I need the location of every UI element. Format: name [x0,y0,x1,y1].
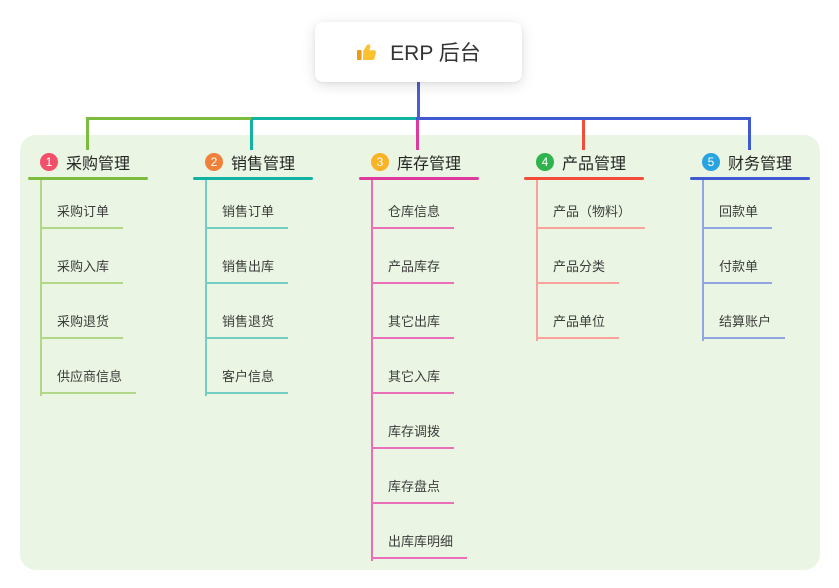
branch-product: 4 产品管理 产品（物料） 产品分类 产品单位 [524,149,646,341]
root-title: ERP 后台 [390,42,481,65]
branch-items: 采购订单 采购入库 采购退货 供应商信息 [40,180,148,394]
node-item[interactable]: 其它入库 [371,339,479,394]
root-node[interactable]: ERP 后台 [315,22,522,82]
node-item-label: 产品分类 [536,256,620,284]
branch-items-line [205,180,207,396]
connector-branch-5-vertical [748,117,751,150]
branch-underline [690,177,810,180]
node-item-label: 结算账户 [702,311,786,339]
branch-title: 销售管理 [231,156,296,173]
connector-branch-4-vertical [582,117,585,150]
branch-items: 产品（物料） 产品分类 产品单位 [536,180,646,339]
node-item[interactable]: 销售出库 [205,229,313,284]
node-item-label: 产品库存 [371,256,455,284]
branches-panel [20,135,820,570]
node-item-label: 仓库信息 [371,201,455,229]
connector-branch-2-horizontal [251,117,418,120]
node-item[interactable]: 客户信息 [205,339,313,394]
branch-header[interactable]: 1 采购管理 [28,149,148,175]
branch-header[interactable]: 2 销售管理 [193,149,313,175]
branch-underline [359,177,479,180]
branch-purchase: 1 采购管理 采购订单 采购入库 采购退货 供应商信息 [28,149,148,396]
node-item[interactable]: 回款单 [702,180,810,229]
node-item-label: 销售订单 [205,201,289,229]
node-item[interactable]: 库存调拨 [371,394,479,449]
branch-items-line [702,180,704,341]
node-item-label: 供应商信息 [40,366,137,394]
node-item[interactable]: 产品库存 [371,229,479,284]
branch-number-badge: 2 [205,153,223,171]
branch-finance: 5 财务管理 回款单 付款单 结算账户 [690,149,810,341]
node-item-label: 回款单 [702,201,773,229]
branch-number-badge: 1 [40,153,58,171]
branch-items-line [536,180,538,341]
connector-root-drop [417,82,420,120]
branch-number-badge: 4 [536,153,554,171]
connector-branch-3-vertical [416,117,419,150]
node-item[interactable]: 付款单 [702,229,810,284]
node-item-label: 采购退货 [40,311,124,339]
branch-title: 采购管理 [66,156,131,173]
branch-items: 仓库信息 产品库存 其它出库 其它入库 库存调拨 库存盘点 出库库明细 [371,180,479,559]
branch-header[interactable]: 5 财务管理 [690,149,810,175]
branch-underline [28,177,148,180]
node-item[interactable]: 供应商信息 [40,339,148,394]
node-item-label: 付款单 [702,256,773,284]
branch-title: 产品管理 [562,156,627,173]
node-item[interactable]: 产品单位 [536,284,644,339]
branch-title: 库存管理 [397,156,462,173]
node-item-label: 产品单位 [536,311,620,339]
node-item-label: 库存盘点 [371,476,455,504]
connector-branch-2-vertical [250,117,253,150]
branch-underline [524,177,644,180]
node-item[interactable]: 销售订单 [205,180,313,229]
branch-items: 销售订单 销售出库 销售退货 客户信息 [205,180,313,394]
node-item-label: 客户信息 [205,366,289,394]
node-item[interactable]: 结算账户 [702,284,810,339]
node-item-label: 出库库明细 [371,531,468,559]
node-item[interactable]: 仓库信息 [371,180,479,229]
branch-header[interactable]: 3 库存管理 [359,149,479,175]
node-item[interactable]: 销售退货 [205,284,313,339]
node-item-label: 其它出库 [371,311,455,339]
node-item[interactable]: 产品分类 [536,229,644,284]
node-item-label: 采购入库 [40,256,124,284]
node-item-label: 采购订单 [40,201,124,229]
branch-inventory: 3 库存管理 仓库信息 产品库存 其它出库 其它入库 库存调拨 库存盘点 出库库… [359,149,479,561]
node-item[interactable]: 产品（物料） [536,180,646,229]
branch-number-badge: 3 [371,153,389,171]
node-item-label: 销售退货 [205,311,289,339]
branch-sales: 2 销售管理 销售订单 销售出库 销售退货 客户信息 [193,149,313,396]
branch-number-badge: 5 [702,153,720,171]
branch-items: 回款单 付款单 结算账户 [702,180,810,339]
thumbs-up-icon [356,40,380,64]
node-item[interactable]: 出库库明细 [371,504,479,559]
connector-branch-5-horizontal [416,117,751,120]
branch-items-line [40,180,42,396]
node-item[interactable]: 采购入库 [40,229,148,284]
node-item-label: 销售出库 [205,256,289,284]
node-item[interactable]: 其它出库 [371,284,479,339]
node-item-label: 产品（物料） [536,201,646,229]
node-item[interactable]: 采购退货 [40,284,148,339]
branch-underline [193,177,313,180]
branch-title: 财务管理 [728,156,793,173]
node-item[interactable]: 库存盘点 [371,449,479,504]
node-item-label: 其它入库 [371,366,455,394]
branch-header[interactable]: 4 产品管理 [524,149,644,175]
node-item-label: 库存调拨 [371,421,455,449]
node-item[interactable]: 采购订单 [40,180,148,229]
connector-branch-1-vertical [86,117,89,150]
branch-items-line [371,180,373,561]
